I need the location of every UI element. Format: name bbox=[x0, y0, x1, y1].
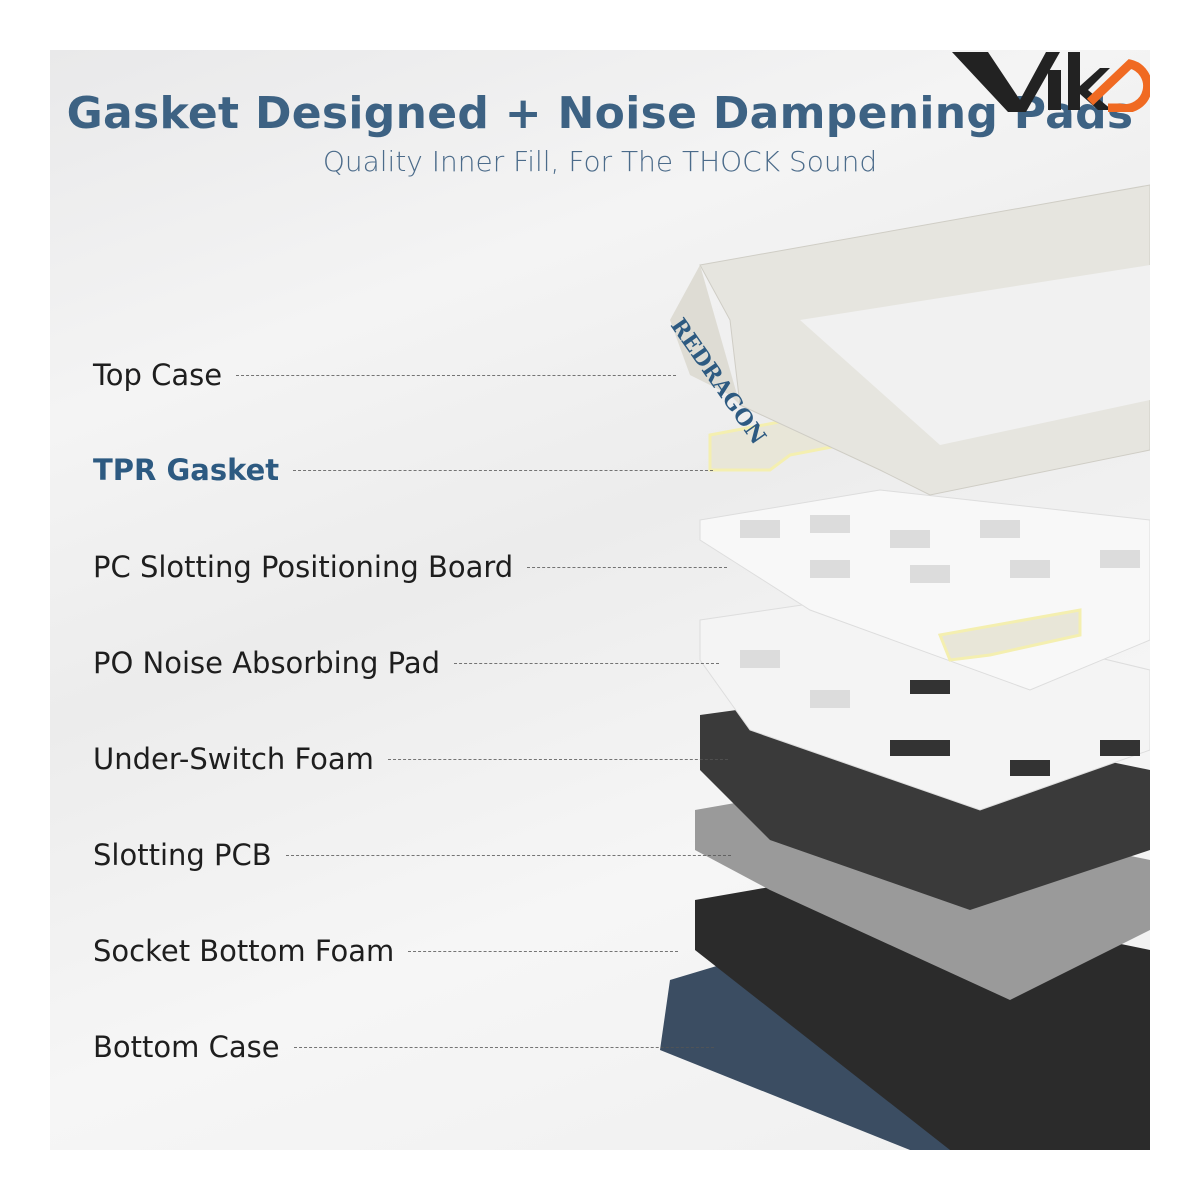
layer-label-under-switch-foam: Under-Switch Foam bbox=[93, 739, 728, 779]
leader-line bbox=[408, 950, 679, 952]
leader-line bbox=[527, 566, 728, 568]
layer-label-socket-bottom-foam: Socket Bottom Foam bbox=[93, 931, 679, 971]
tpr-gasket-center bbox=[937, 608, 1082, 662]
layer-label: PO Noise Absorbing Pad bbox=[93, 646, 441, 680]
page-subtitle: Quality Inner Fill, For The THOCK Sound bbox=[322, 145, 878, 178]
leader-line bbox=[293, 469, 714, 471]
top-case-opening bbox=[800, 265, 1150, 445]
layer-label-tpr-gasket: TPR Gasket bbox=[93, 450, 714, 490]
board-switch-cutouts bbox=[740, 515, 1140, 708]
layer-label: Under-Switch Foam bbox=[93, 742, 374, 776]
layer-label-pc-board: PC Slotting Positioning Board bbox=[93, 547, 728, 587]
layer-label: Top Case bbox=[93, 358, 223, 392]
layer-label-po-pad: PO Noise Absorbing Pad bbox=[93, 643, 720, 683]
exploded-keyboard-illustration: REDRAGON bbox=[660, 184, 1150, 1150]
layer-label: Bottom Case bbox=[93, 1030, 280, 1064]
layer-label: Socket Bottom Foam bbox=[93, 934, 395, 968]
top-case-side bbox=[670, 265, 740, 405]
leader-line bbox=[285, 854, 731, 856]
layer-label: PC Slotting Positioning Board bbox=[93, 550, 514, 584]
leader-line bbox=[387, 758, 728, 760]
product-infographic: REDRAGON Gasket Designed + Noise Dampeni… bbox=[50, 50, 1150, 1150]
leader-line bbox=[293, 1046, 714, 1048]
foam-cutouts bbox=[890, 680, 1140, 776]
layer-label-bottom-case: Bottom Case bbox=[93, 1027, 714, 1067]
page-title: Gasket Designed + Noise Dampening Pads bbox=[66, 88, 1134, 139]
leader-line bbox=[236, 374, 677, 376]
layer-label-slotting-pcb: Slotting PCB bbox=[93, 835, 731, 875]
layer-label-top-case: Top Case bbox=[93, 355, 677, 395]
viko-logo bbox=[952, 52, 1150, 112]
layer-label: Slotting PCB bbox=[93, 838, 272, 872]
layer-label: TPR Gasket bbox=[93, 453, 280, 487]
leader-line bbox=[454, 662, 720, 664]
